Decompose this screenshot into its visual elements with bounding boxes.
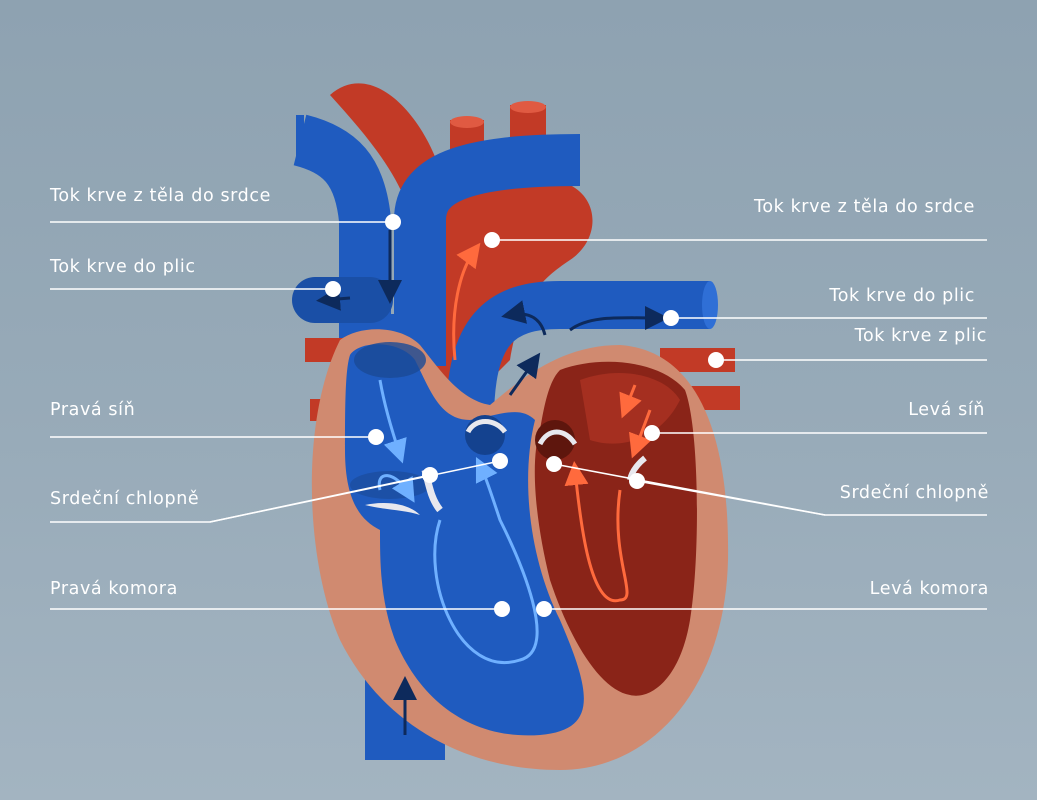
label-to-lungs-left: Tok krve do plic: [50, 257, 196, 277]
superior-vena-cava: [292, 114, 581, 366]
label-from-lungs: Tok krve z plic: [854, 326, 987, 346]
label-left-ventricle: Levá komora: [869, 579, 989, 599]
valve-tricuspid: [365, 503, 420, 515]
label-valves-left: Srdeční chlopně: [50, 489, 200, 509]
label-valves-right: Srdeční chlopně: [839, 483, 989, 503]
label-right-ventricle: Pravá komora: [50, 579, 178, 599]
label-left-atrium: Levá síň: [908, 400, 985, 420]
label-body-to-heart-right: Tok krve z těla do srdce: [754, 197, 975, 217]
left-atrium-ventricle: [534, 361, 697, 696]
label-to-lungs-right: Tok krve do plic: [829, 286, 975, 306]
label-right-atrium: Pravá síň: [50, 400, 136, 420]
aorta-arch: [330, 83, 593, 400]
label-markers: [325, 214, 724, 617]
label-body-to-heart-left: Tok krve z těla do srdce: [50, 186, 271, 206]
pulmonary-artery-right: [446, 281, 710, 421]
